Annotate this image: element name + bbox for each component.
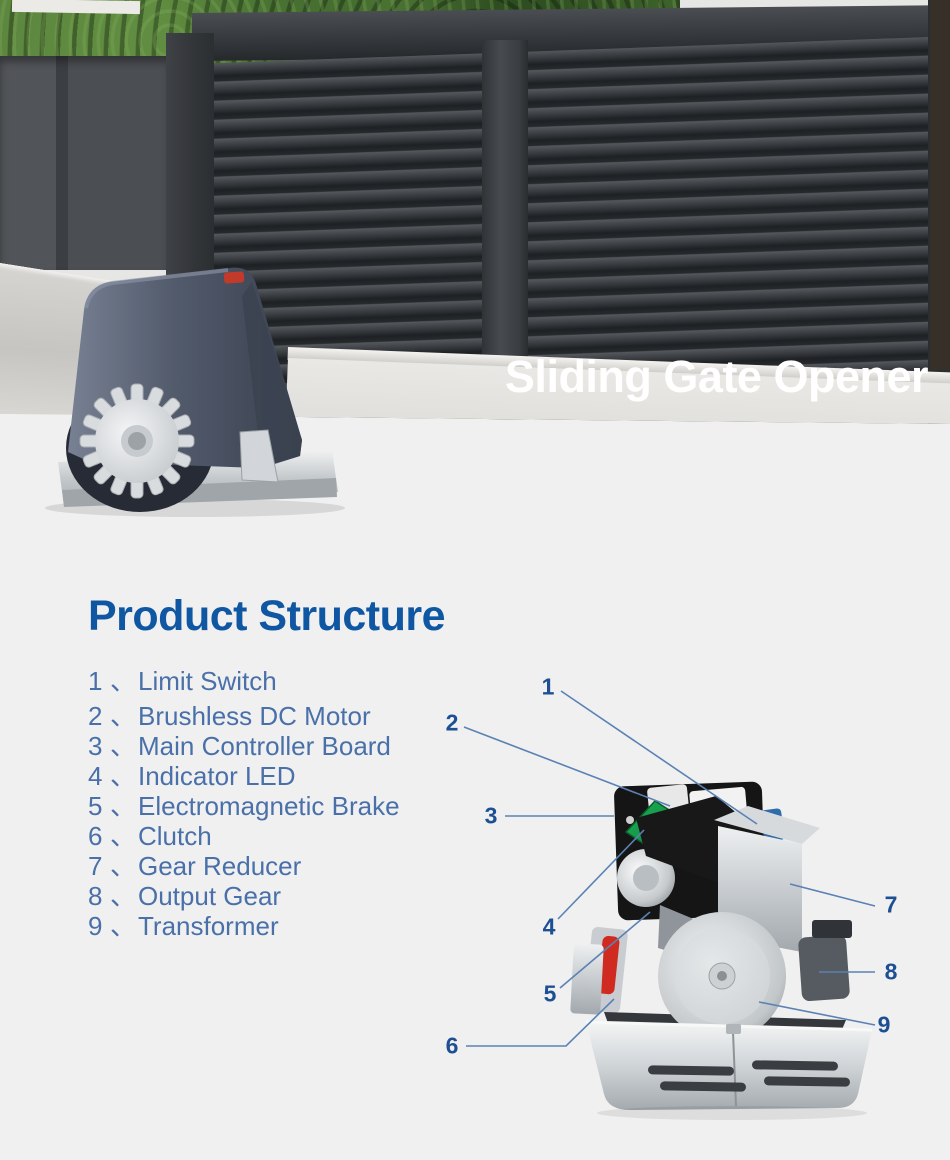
callout-number-1: 1 <box>541 673 555 700</box>
callout-number-9: 9 <box>877 1011 891 1038</box>
flat-fence-panel <box>0 56 170 270</box>
machine-base-plate <box>58 450 338 506</box>
tray-interior <box>604 1012 846 1044</box>
part-item-8: 8、Output Gear <box>88 881 282 911</box>
callout-line-9 <box>758 1001 876 1026</box>
part-item-3: 3、Main Controller Board <box>88 731 391 761</box>
mounting-panel <box>614 781 766 921</box>
brake-hub <box>617 849 675 907</box>
base-bracket <box>239 429 279 483</box>
limit-switch-sensor <box>749 808 785 844</box>
callout-number-6: 6 <box>445 1032 459 1059</box>
hero-photo: Sliding Gate Opener <box>0 0 950 424</box>
limit-switch <box>647 784 689 815</box>
callout-number-5: 5 <box>543 980 557 1007</box>
gear-reducer-box <box>718 826 802 952</box>
base-tray <box>586 1022 872 1110</box>
output-gear-block <box>798 934 850 1002</box>
sensor-slot <box>753 815 779 824</box>
part-item-1: 1、Limit Switch <box>88 666 277 696</box>
callout-number-3: 3 <box>484 802 498 829</box>
side-bracket <box>570 943 604 1015</box>
callout-number-8: 8 <box>884 958 898 985</box>
output-gear-teeth <box>812 920 852 938</box>
tray-rim <box>585 1020 873 1032</box>
machine-shadow <box>45 499 345 517</box>
drum-face <box>674 928 770 1024</box>
hero-title: Sliding Gate Opener <box>504 351 929 402</box>
clutch-lever <box>597 935 620 995</box>
limit-switch-2 <box>689 786 747 817</box>
part-item-6: 6、Clutch <box>88 821 212 851</box>
indicator-led <box>642 817 648 823</box>
part-item-2: 2、Brushless DC Motor <box>88 701 371 731</box>
transformer-drum <box>658 912 786 1040</box>
part-item-5: 5、Electromagnetic Brake <box>88 791 400 821</box>
motor-body <box>658 905 720 966</box>
building-beam <box>11 0 141 15</box>
drum-cap <box>708 962 736 990</box>
part-item-7: 7、Gear Reducer <box>88 851 302 881</box>
callout-line-5 <box>559 911 651 989</box>
gate-pillar <box>166 33 214 293</box>
callout-line-1 <box>560 690 758 825</box>
tray-vent-slots <box>647 1060 850 1092</box>
callout-number-2: 2 <box>445 709 459 736</box>
cover-wedge <box>636 796 794 882</box>
parts-list: 1、Limit Switch 2、Brushless DC Motor 3、Ma… <box>88 668 400 943</box>
gear-reducer-top <box>714 806 820 844</box>
tray-shadow <box>597 1106 867 1120</box>
callout-number-4: 4 <box>542 913 556 940</box>
product-structure-illustration <box>570 781 873 1120</box>
pcb-led-2 <box>659 835 665 841</box>
callout-line-4 <box>557 829 645 920</box>
callout-line-7 <box>789 883 876 907</box>
panel-screw <box>626 816 634 824</box>
callout-line-6 <box>466 998 615 1047</box>
section-heading: Product Structure <box>88 592 446 640</box>
callout-line-2 <box>463 726 671 807</box>
part-item-4: 4、Indicator LED <box>88 761 296 791</box>
sensor-slot-2 <box>755 825 780 834</box>
callout-number-7: 7 <box>884 891 898 918</box>
machine-base-edge <box>62 478 337 507</box>
controller-pcb <box>624 800 687 853</box>
part-item-9: 9、Transformer <box>88 911 279 941</box>
right-edge-structure <box>930 0 950 370</box>
tray-latch <box>726 1024 741 1034</box>
clutch-plate <box>584 926 628 1014</box>
drum-bolt <box>717 971 727 981</box>
tray-seam <box>732 1031 737 1107</box>
brake-hub-center <box>633 865 659 891</box>
